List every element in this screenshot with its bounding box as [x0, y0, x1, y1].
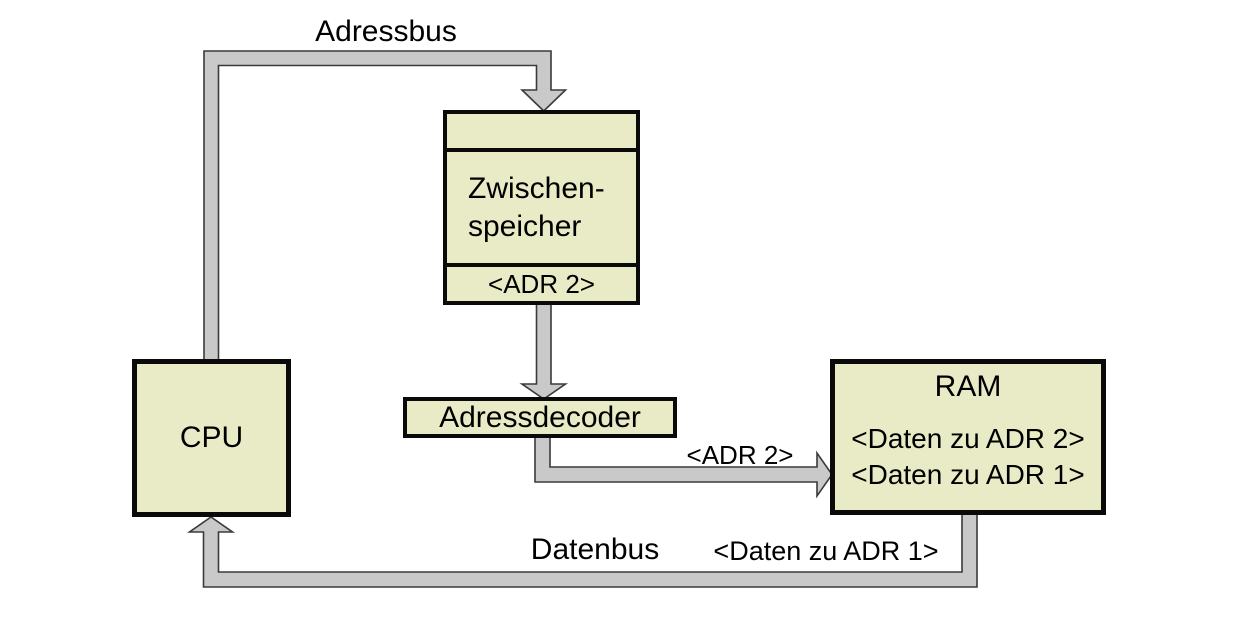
- ram-data-row: <Daten zu ADR 1>: [851, 459, 1085, 490]
- adressbus-label: Adressbus: [315, 15, 457, 48]
- ram-title: RAM: [934, 370, 1002, 403]
- buffer-to-decoder-arrow: [519, 302, 569, 400]
- zwischenspeicher-label-line2: speicher: [468, 209, 582, 243]
- zwischenspeicher-box: Zwischen- speicher <ADR 2>: [443, 110, 640, 305]
- zwischenspeicher-label: Zwischen- speicher: [447, 148, 636, 267]
- zwischenspeicher-label-line1: Zwischen-: [468, 171, 605, 205]
- datenbus-payload-label: <Daten zu ADR 1>: [713, 536, 939, 566]
- adressdecoder-box: Adressdecoder: [403, 397, 677, 438]
- datenbus-line: [186, 512, 978, 588]
- adr2-bus-label: <ADR 2>: [686, 440, 794, 470]
- ram-box: RAM <Daten zu ADR 2> <Daten zu ADR 1>: [830, 359, 1106, 515]
- zwischenspeicher-adr-slot: <ADR 2>: [488, 268, 595, 299]
- decoder-to-ram-arrow: [534, 435, 833, 499]
- datenbus-label: Datenbus: [530, 533, 660, 566]
- zwischenspeicher-empty-slot: [447, 114, 636, 148]
- ram-data-row: <Daten zu ADR 2>: [851, 423, 1085, 454]
- adressbus-line: [203, 50, 568, 362]
- cpu-box: CPU: [132, 359, 291, 517]
